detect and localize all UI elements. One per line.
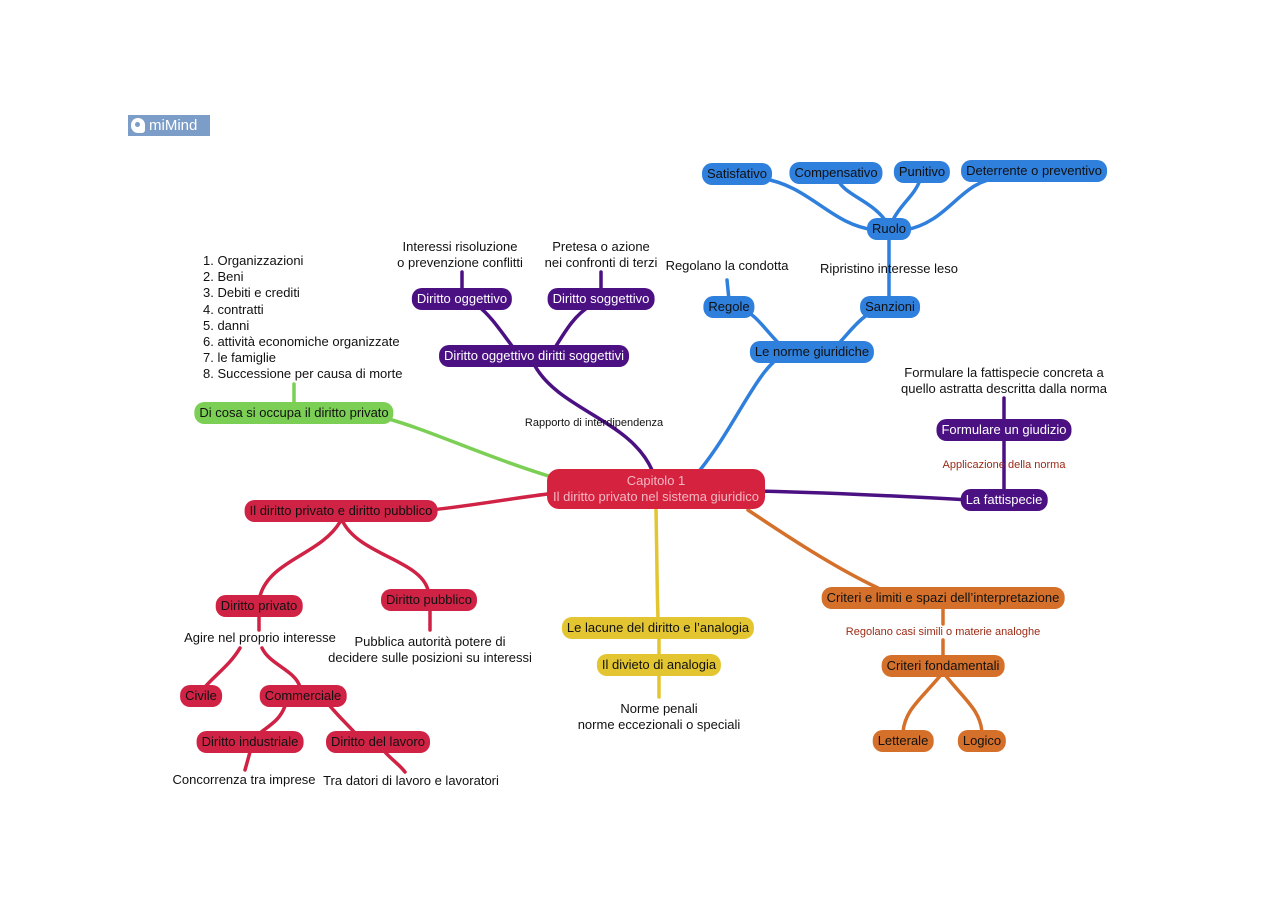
note-ripristino: Ripristino interesse leso bbox=[819, 261, 959, 276]
list-item: 7. le famiglie bbox=[203, 350, 276, 366]
note-pretesa: Pretesa o azione nei confronti di terzi bbox=[544, 239, 658, 270]
node-criteri-fondamentali[interactable]: Criteri fondamentali bbox=[881, 655, 1005, 677]
note-norme-penali: Norme penali norme eccezionali o special… bbox=[577, 701, 741, 732]
note-tra-datori: Tra datori di lavoro e lavoratori bbox=[323, 773, 499, 788]
list-item: 4. contratti bbox=[203, 301, 264, 317]
node-compensativo[interactable]: Compensativo bbox=[789, 162, 883, 184]
link-ruolo-punitivo bbox=[891, 178, 922, 222]
note-interessi: Interessi risoluzione o prevenzione conf… bbox=[397, 239, 523, 270]
node-diritto-soggettivo[interactable]: Diritto soggettivo bbox=[547, 288, 655, 310]
link-lavoro-note bbox=[383, 750, 407, 774]
node-sanzioni[interactable]: Sanzioni bbox=[860, 296, 920, 318]
node-cosa-occupa[interactable]: Di cosa si occupa il diritto privato bbox=[194, 402, 394, 424]
link-industriale-note bbox=[243, 750, 252, 772]
note-pubblica-autorita: Pubblica autorità potere di decidere sul… bbox=[328, 634, 532, 665]
node-oggettivo-soggettivi[interactable]: Diritto oggettivo diritti soggettivi bbox=[439, 345, 629, 367]
central-node-subtitle: Il diritto privato nel sistema giuridico bbox=[553, 489, 759, 504]
node-divieto-analogia[interactable]: Il divieto di analogia bbox=[596, 654, 722, 676]
link-os-soggettivo bbox=[554, 304, 592, 348]
brain-icon bbox=[131, 118, 145, 133]
node-diritto-pubblico[interactable]: Diritto pubblico bbox=[381, 589, 477, 611]
node-diritto-oggettivo[interactable]: Diritto oggettivo bbox=[411, 288, 513, 310]
link-os-oggettivo bbox=[476, 304, 514, 348]
link-agire-civile bbox=[203, 646, 242, 689]
node-fattispecie[interactable]: La fattispecie bbox=[960, 489, 1048, 511]
link-center-privatopubblico bbox=[428, 491, 557, 512]
topics-list: 1. Organizzazioni 2. Beni 3. Debiti e cr… bbox=[203, 253, 402, 383]
node-lacune[interactable]: Le lacune del diritto e l’analogia bbox=[561, 617, 755, 639]
node-deterrente[interactable]: Deterrente o preventivo bbox=[961, 160, 1107, 182]
link-commerciale-industriale bbox=[258, 704, 287, 735]
node-diritto-privato[interactable]: Diritto privato bbox=[215, 595, 303, 617]
node-formulare-giudizio[interactable]: Formulare un giudizio bbox=[936, 419, 1072, 441]
link-center-norme bbox=[698, 350, 792, 472]
central-node-title: Capitolo 1 bbox=[626, 473, 686, 488]
node-satisfativo[interactable]: Satisfativo bbox=[702, 163, 772, 185]
note-rapporto: Rapporto di interdipendenza bbox=[524, 417, 664, 429]
note-formulare-fattispecie: Formulare la fattispecie concreta a quel… bbox=[901, 365, 1107, 396]
node-regole[interactable]: Regole bbox=[703, 296, 755, 318]
node-civile[interactable]: Civile bbox=[180, 685, 222, 707]
link-pp-privato bbox=[258, 520, 342, 598]
note-applicazione: Applicazione della norma bbox=[942, 459, 1066, 471]
list-item: 5. danni bbox=[203, 317, 250, 333]
list-item: 1. Organizzazioni bbox=[203, 253, 304, 268]
node-letterale[interactable]: Letterale bbox=[872, 730, 934, 752]
node-commerciale[interactable]: Commerciale bbox=[259, 685, 347, 707]
node-diritto-lavoro[interactable]: Diritto del lavoro bbox=[326, 731, 430, 753]
mimind-logo: miMind bbox=[128, 115, 210, 136]
central-node[interactable]: Capitolo 1 Il diritto privato nel sistem… bbox=[547, 469, 765, 509]
list-item: 6. attività economiche organizzate bbox=[203, 334, 400, 350]
note-agire: Agire nel proprio interesse bbox=[184, 630, 336, 645]
list-item: 2. Beni bbox=[203, 269, 244, 285]
node-criteri-limiti[interactable]: Criteri e limiti e spazi dell’interpreta… bbox=[821, 587, 1065, 609]
list-item: 8. Successione per causa di morte bbox=[203, 366, 403, 382]
link-center-oggettivo-soggettivi bbox=[533, 364, 654, 472]
link-ruolo-satisfativo bbox=[758, 176, 877, 232]
link-pp-pubblico bbox=[341, 520, 430, 592]
node-logico[interactable]: Logico bbox=[957, 730, 1007, 752]
link-center-cosa bbox=[383, 416, 557, 480]
list-item: 3. Debiti e crediti bbox=[203, 285, 300, 301]
link-fondamentali-logico bbox=[944, 674, 984, 734]
node-diritto-industriale[interactable]: Diritto industriale bbox=[196, 731, 304, 753]
link-center-fattispecie bbox=[756, 489, 972, 502]
link-fondamentali-letterale bbox=[901, 674, 942, 734]
link-commerciale-lavoro bbox=[328, 704, 357, 735]
node-norme-giuridiche[interactable]: Le norme giuridiche bbox=[749, 341, 875, 363]
link-agire-commerciale bbox=[260, 646, 302, 689]
note-concorrenza: Concorrenza tra imprese bbox=[172, 772, 316, 787]
note-regolano-condotta: Regolano la condotta bbox=[665, 258, 789, 273]
node-punitivo[interactable]: Punitivo bbox=[893, 161, 951, 183]
link-ruolo-compensativo bbox=[836, 178, 887, 222]
note-regolano-casi: Regolano casi simili o materie analoghe bbox=[845, 626, 1041, 638]
link-center-lacune bbox=[654, 508, 660, 620]
node-ruolo[interactable]: Ruolo bbox=[867, 218, 911, 240]
link-center-criteri bbox=[746, 508, 880, 590]
node-privato-pubblico[interactable]: Il diritto privato e diritto pubblico bbox=[244, 500, 438, 522]
